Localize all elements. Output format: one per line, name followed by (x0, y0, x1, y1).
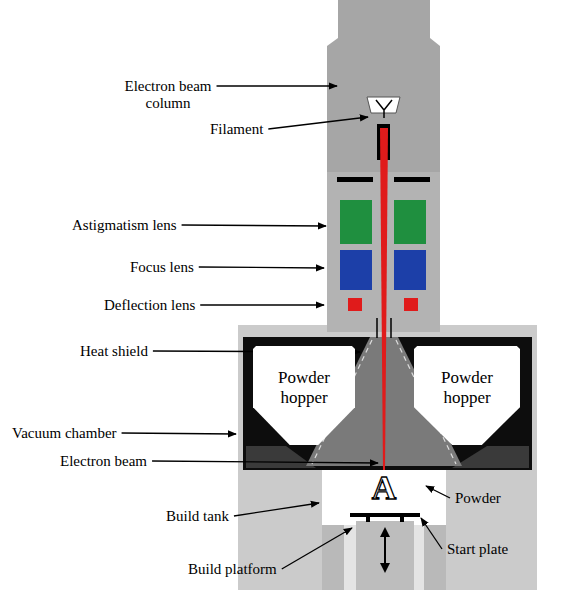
hopper-rake (246, 446, 316, 468)
build-part-letter: A (372, 468, 397, 507)
plate-support (400, 517, 404, 522)
leader-arrow (182, 225, 326, 226)
part-label: Build tank (166, 508, 229, 525)
tank-gap (414, 525, 424, 590)
filament (376, 100, 392, 118)
leader-arrow (152, 461, 378, 463)
beam-tube (390, 318, 392, 338)
part-label: Build platform (188, 561, 277, 578)
deflection-lens (348, 298, 362, 311)
electron-beam (380, 128, 388, 470)
motion-arrow (384, 534, 386, 566)
leader-arrow (426, 486, 450, 498)
start-plate (350, 513, 420, 517)
focus-lens (394, 250, 426, 290)
tank-gap (344, 525, 356, 590)
part-label: Focus lens (130, 259, 194, 276)
powder-hopper: Powder hopper (253, 346, 355, 448)
beam-tube (376, 318, 378, 338)
part-label: Powder (455, 490, 501, 507)
hopper-body (414, 346, 520, 445)
hopper-body (253, 346, 355, 445)
leader-arrow (122, 433, 236, 434)
deflection-lens (404, 298, 418, 311)
chamber-interior (243, 337, 532, 470)
hopper-rake (452, 446, 529, 468)
motion-arrow (380, 563, 390, 573)
astigmatism-lens (394, 200, 426, 244)
leader-arrow (199, 267, 324, 268)
leader-arrow (200, 304, 324, 305)
tank-wall (424, 525, 446, 590)
part-label: Heat shield (80, 343, 148, 360)
build-platform (356, 521, 414, 590)
vacuum-chamber (238, 325, 537, 590)
part-label: Filament (210, 121, 263, 138)
astigmatism-lens (340, 200, 372, 244)
part-label: Electron beam column (112, 78, 224, 113)
powder-hopper: Powder hopper (414, 346, 520, 448)
part-label: Electron beam (60, 453, 147, 470)
part-label: Deflection lens (104, 297, 195, 314)
focus-lens (340, 250, 372, 290)
leader-arrow (421, 518, 442, 549)
part-label: Vacuum chamber (12, 425, 117, 442)
aperture-plate (337, 177, 373, 182)
aperture-plate (394, 177, 430, 182)
leader-arrow (268, 117, 368, 129)
hopper-label: Powder hopper (268, 368, 340, 407)
part-label: Start plate (447, 541, 508, 558)
part-label: Astigmatism lens (72, 217, 177, 234)
motion-arrow (380, 527, 390, 537)
leader-arrow (234, 503, 319, 516)
leader-arrow (217, 85, 337, 86)
plate-support (366, 517, 370, 522)
leader-arrow (282, 528, 352, 569)
hopper-label: Powder hopper (431, 368, 503, 407)
